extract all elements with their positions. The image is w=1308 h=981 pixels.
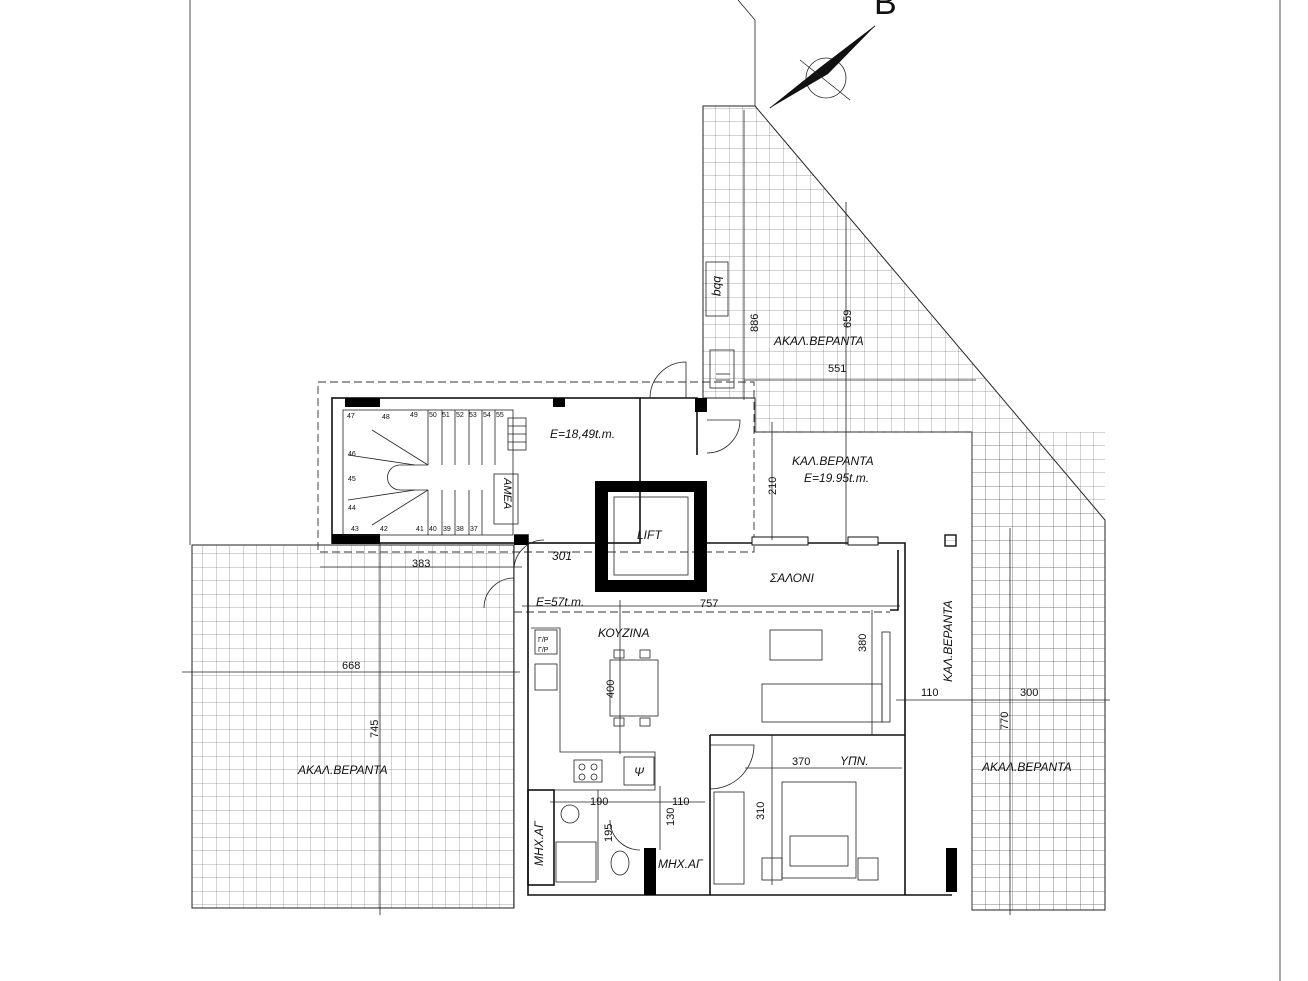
stair-num-37: 37	[470, 526, 478, 533]
stair-treads	[347, 410, 527, 535]
verandah-top-right	[702, 105, 1106, 911]
stair-num-54: 54	[483, 412, 491, 419]
stair-area-label: Ε=18,49t.m.	[550, 427, 615, 441]
fridge-label-a: Γ/Ρ	[538, 637, 549, 644]
dim-300: 300	[1020, 687, 1038, 699]
living-furniture	[761, 629, 891, 723]
dim-110b: 110	[672, 796, 690, 808]
fridge-label-b: Γ/Ρ	[538, 647, 549, 654]
door-swings	[483, 361, 755, 851]
north-arrow	[769, 25, 876, 109]
dim-659: 659	[842, 310, 854, 328]
main-area-label: Ε=57t.m.	[536, 595, 584, 609]
stair-num-41: 41	[416, 526, 424, 533]
bbq-label: bbq	[711, 276, 725, 296]
dim-383: 383	[412, 558, 430, 570]
washer-label: Ψ	[634, 765, 645, 779]
stair-num-43: 43	[351, 526, 359, 533]
stair-num-50: 50	[429, 412, 437, 419]
dim-310: 310	[755, 802, 767, 820]
apartment-walls	[514, 397, 957, 896]
covered-verandah-label: ΚΑΛ.ΒΕΡΑΝΤΑ	[792, 454, 874, 468]
lift: LIFT	[595, 481, 707, 592]
stair-num-46: 46	[348, 451, 356, 458]
stair-num-52: 52	[456, 412, 464, 419]
covered-verandah-side-label: ΚΑΛ.ΒΕΡΑΝΤΑ	[941, 600, 955, 682]
dim-745: 745	[369, 720, 381, 738]
stair-num-48: 48	[382, 414, 390, 421]
dim-370: 370	[792, 756, 810, 768]
amea-label: ΑΜΕΑ	[501, 477, 513, 509]
stair-num-47: 47	[347, 413, 355, 420]
stair-num-53: 53	[469, 412, 477, 419]
bbq: bbq	[705, 261, 735, 389]
dim-110a: 110	[921, 687, 939, 699]
salon-label: ΣΑΛΟΝΙ	[769, 571, 815, 585]
stair-num-45: 45	[348, 476, 356, 483]
dimension-lines	[182, 110, 1110, 915]
verandah-bottom-right-label: ΑΚΑΛ.ΒΕΡΑΝΤΑ	[981, 760, 1072, 774]
verandah-left	[191, 544, 515, 909]
plot-boundary	[189, 0, 1281, 981]
dim-668: 668	[342, 660, 360, 672]
kitchen-label: ΚΟΥΖΙΝΑ	[598, 626, 649, 640]
dim-770: 770	[999, 712, 1011, 730]
dim-380: 380	[857, 634, 869, 652]
verandah-left-label: ΑΚΑΛ.ΒΕΡΑΝΤΑ	[297, 763, 388, 777]
stair-core: 47 48 49 50 51 52 53 54 55 46 45 44 43 4…	[331, 397, 641, 544]
stair-num-51: 51	[442, 412, 450, 419]
stair-num-44: 44	[348, 505, 356, 512]
bathrooms: ΜΗΧ.ΑΓ ΜΗΧ.ΑΓ	[527, 789, 704, 886]
kitchen-fittings: Γ/Ρ Γ/Ρ Ψ	[531, 627, 659, 791]
dim-195: 195	[603, 824, 615, 842]
dim-210: 210	[767, 477, 779, 495]
stair-num-42: 42	[380, 526, 388, 533]
dim-757: 757	[700, 598, 718, 610]
wc1-label: ΜΗΧ.ΑΓ	[532, 820, 546, 866]
stair-num-49: 49	[410, 412, 418, 419]
dim-551: 551	[828, 363, 846, 375]
stair-num-55: 55	[496, 412, 504, 419]
covered-verandah-area: Ε=19.95t.m.	[804, 471, 869, 485]
dim-190: 190	[590, 796, 608, 808]
dim-886: 886	[749, 314, 761, 332]
stair-num-39: 39	[443, 526, 451, 533]
north-label: B	[874, 0, 897, 22]
dim-400: 400	[605, 680, 617, 698]
column-marker	[944, 534, 957, 547]
dim-301: 301	[552, 549, 572, 563]
dashed-outlines	[317, 381, 973, 910]
lift-label: LIFT	[637, 528, 663, 542]
bedroom-label: ΥΠΝ.	[840, 754, 869, 768]
wc2-label: ΜΗΧ.ΑΓ	[658, 857, 704, 871]
verandah-top-right-label: ΑΚΑΛ.ΒΕΡΑΝΤΑ	[773, 334, 864, 348]
dim-130: 130	[665, 808, 677, 826]
bedroom	[709, 734, 905, 895]
stair-num-38: 38	[456, 526, 464, 533]
stair-num-40: 40	[429, 526, 437, 533]
